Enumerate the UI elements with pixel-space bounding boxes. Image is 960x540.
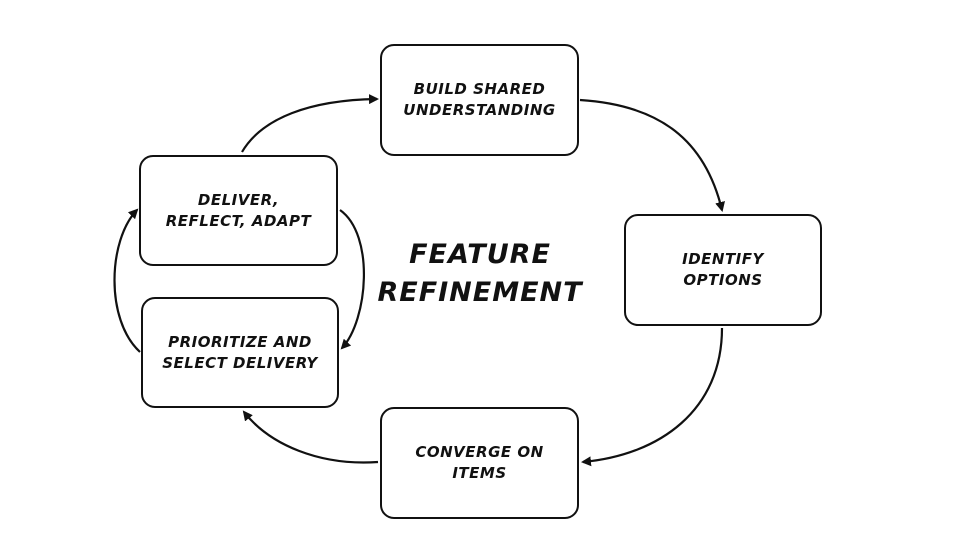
arrow-deliver-to-build — [241, 94, 379, 153]
node-prioritize-and-select-delivery: PRIORITIZE AND SELECT DELIVERY — [141, 297, 339, 408]
node-deliver-reflect-adapt: DELIVER, REFLECT, ADAPT — [139, 155, 338, 266]
node-converge-on-items: CONVERGE ON ITEMS — [380, 407, 579, 519]
arrow-prioritize-to-deliver — [113, 208, 141, 353]
node-build-shared-understanding: BUILD SHARED UNDERSTANDING — [380, 44, 579, 156]
arrow-identify-to-converge — [581, 327, 724, 467]
diagram-title: FEATURE REFINEMENT — [377, 239, 583, 308]
arrow-deliver-to-prioritize — [339, 209, 365, 350]
arrow-converge-to-prioritize — [242, 410, 379, 464]
node-identify-options: IDENTIFY OPTIONS — [624, 214, 822, 326]
arrow-build-to-identify — [579, 98, 725, 212]
